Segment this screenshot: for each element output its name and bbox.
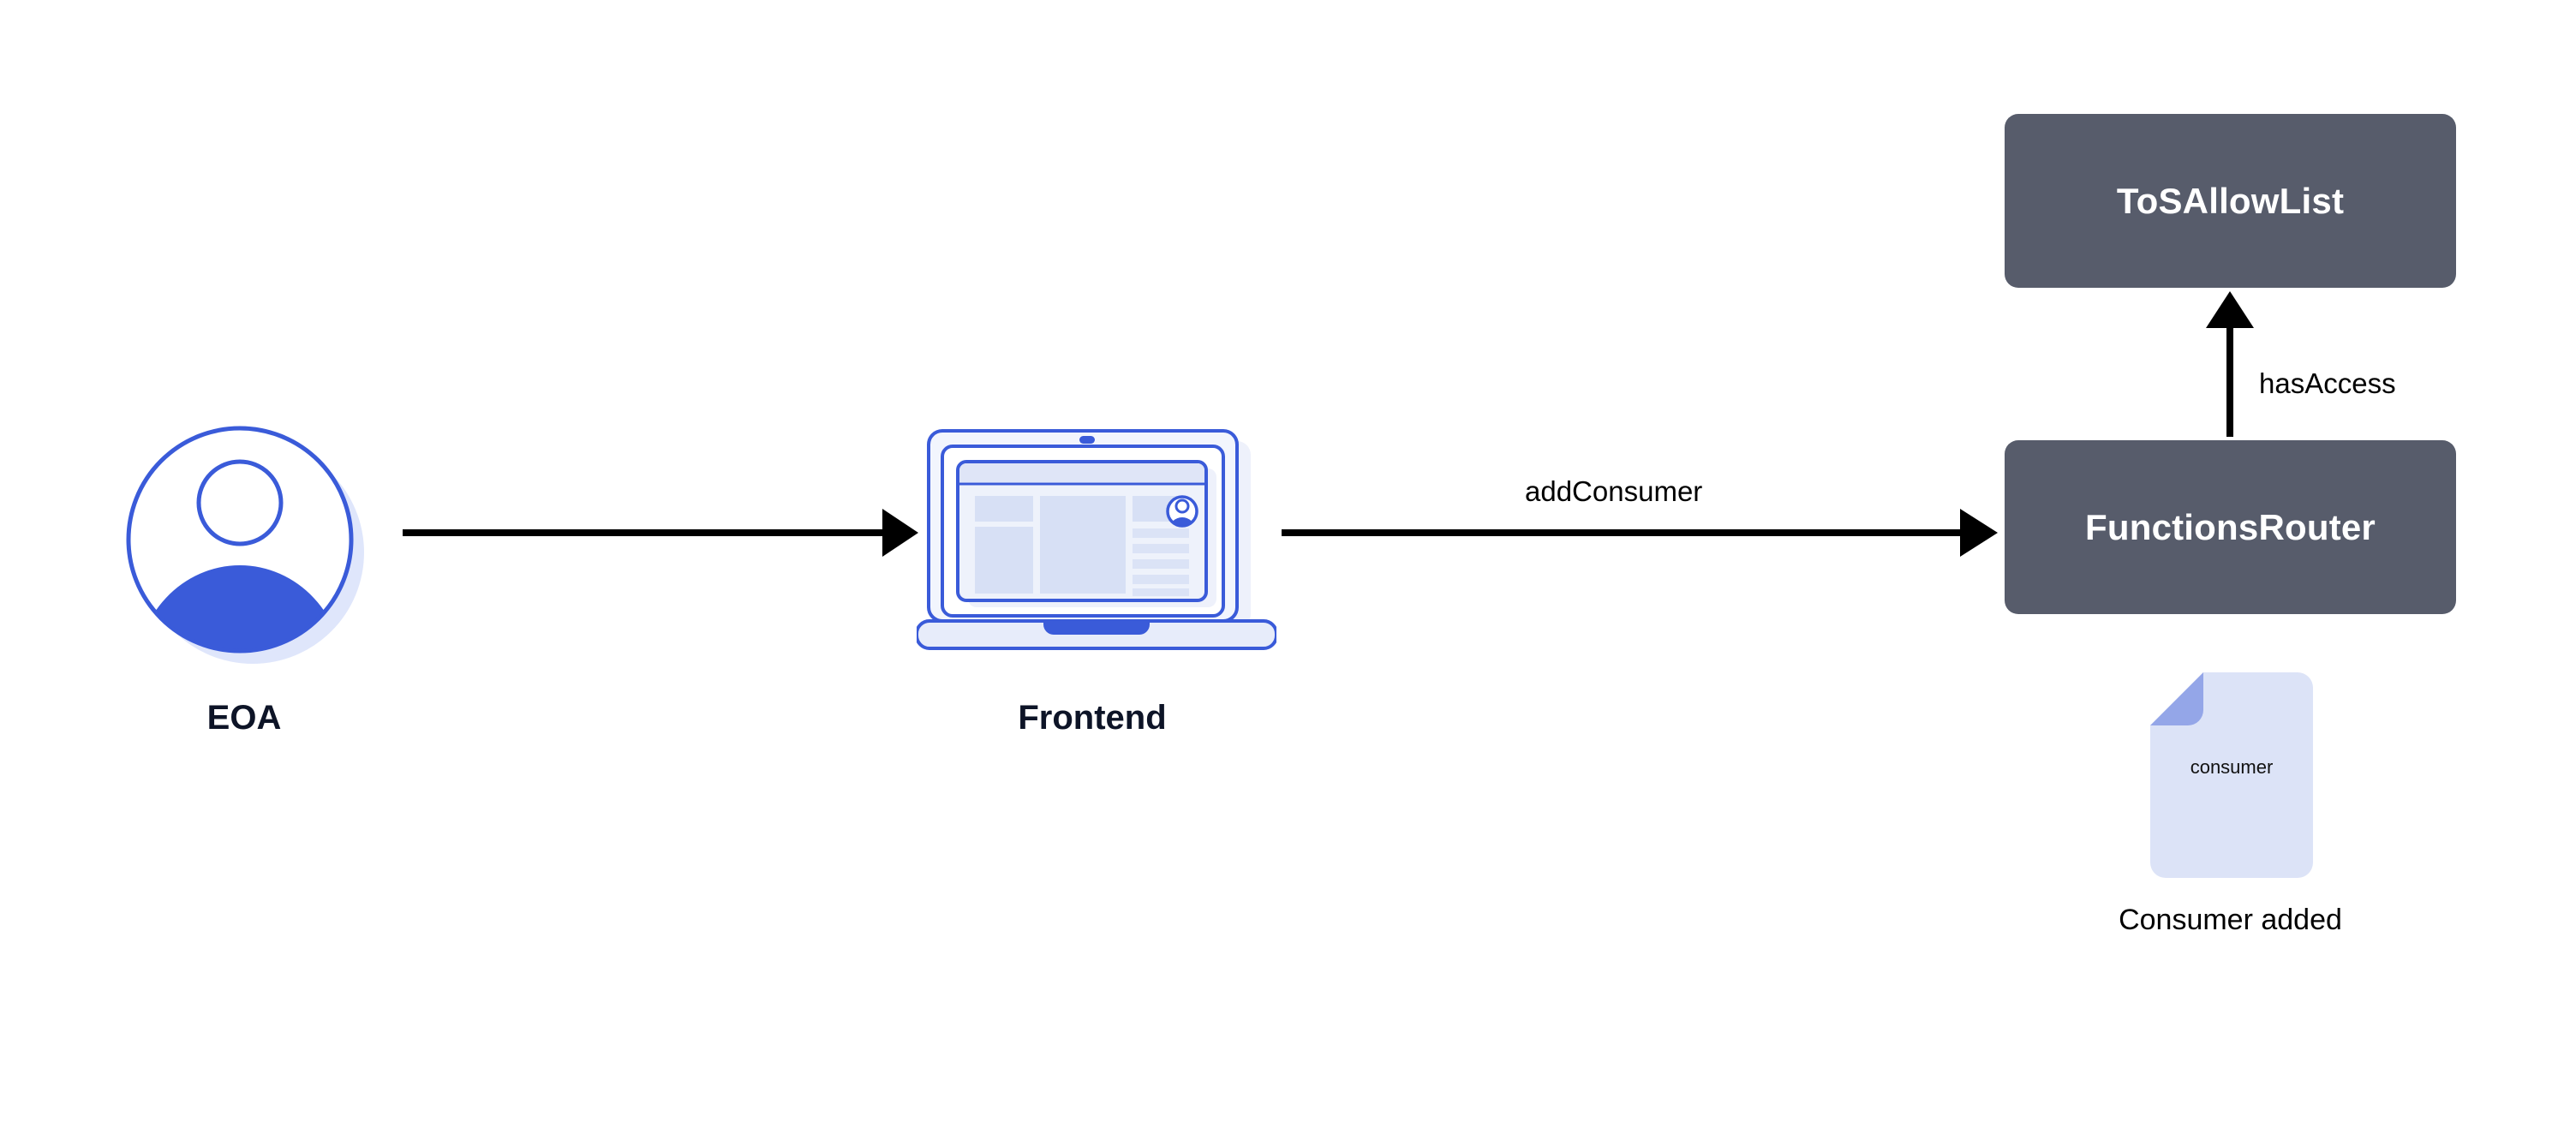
- consumer-added-label: Consumer added: [2119, 904, 2342, 936]
- node-functionsrouter[interactable]: FunctionsRouter: [2005, 440, 2456, 614]
- eoa-label: EOA: [206, 699, 282, 737]
- arrow-functionsrouter-to-tosallowlist: [2206, 291, 2254, 437]
- functionsrouter-label: FunctionsRouter: [2085, 506, 2376, 547]
- consumer-document-text: consumer: [2190, 756, 2274, 778]
- arrow-eoa-to-frontend: [403, 509, 918, 557]
- consumer-document-icon: consumer: [2150, 672, 2313, 878]
- eoa-avatar-icon: [120, 420, 368, 668]
- edge-label-has-access: hasAccess: [2259, 367, 2396, 399]
- edge-label-add-consumer: addConsumer: [1525, 475, 1703, 507]
- node-tosallowlist[interactable]: ToSAllowList: [2005, 114, 2456, 288]
- frontend-label: Frontend: [1018, 699, 1167, 737]
- screen-avatar-icon: [1166, 495, 1198, 528]
- arrow-frontend-to-functionsrouter: [1282, 509, 1998, 557]
- tosallowlist-label: ToSAllowList: [2116, 180, 2345, 221]
- frontend-laptop-icon: [915, 426, 1278, 659]
